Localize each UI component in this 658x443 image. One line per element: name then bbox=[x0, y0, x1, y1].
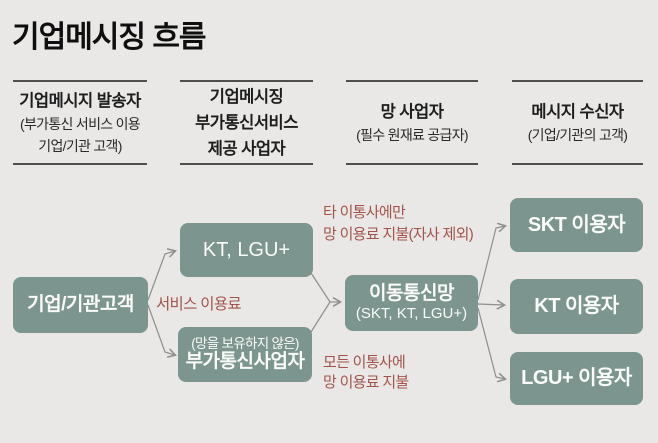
column-subtitle-line: (부가통신 서비스 이용 bbox=[20, 115, 141, 132]
column-header-network-operator: 망 사업자 (필수 원재료 공급자) bbox=[346, 80, 478, 165]
node-mobile-network: 이동통신망 (SKT, KT, LGU+) bbox=[345, 275, 478, 331]
column-subtitle-line: (기업/기관의 고객) bbox=[527, 126, 628, 143]
node-label: 이동통신망 bbox=[369, 283, 454, 305]
column-header-receiver: 메시지 수신자 (기업/기관의 고객) bbox=[512, 80, 643, 165]
column-title: 메시지 수신자 bbox=[531, 102, 624, 121]
edge-label-all-carriers: 모든 이통사에 망 이용료 지불 bbox=[323, 353, 409, 393]
node-corporate-customer: 기업/기관고객 bbox=[13, 277, 148, 333]
node-lgu-user: LGU+ 이용자 bbox=[510, 352, 643, 405]
edge-network-to-kt-user bbox=[477, 299, 507, 310]
node-label: LGU+ 이용자 bbox=[521, 367, 632, 389]
node-skt-user: SKT 이용자 bbox=[510, 198, 643, 252]
edge-customer-to-ktlgu bbox=[147, 248, 177, 301]
edge-label-service-fee: 서비스 이용료 bbox=[156, 296, 242, 313]
column-header-sender: 기업메시지 발송자 (부가통신 서비스 이용 기업/기관 고객) bbox=[13, 80, 147, 165]
column-title: 기업메시지 발송자 bbox=[19, 91, 141, 110]
column-subtitle-line: 기업/기관 고객) bbox=[38, 137, 122, 154]
edge-vas-to-junction bbox=[310, 301, 331, 333]
node-kt-user: KT 이용자 bbox=[510, 279, 643, 334]
node-label: KT, LGU+ bbox=[202, 238, 291, 261]
edge-ktlgu-to-junction bbox=[310, 272, 331, 303]
node-kt-lgu: KT, LGU+ bbox=[180, 223, 313, 277]
column-title-line: 제공 사업자 bbox=[207, 139, 286, 158]
column-title-line: 기업메시징 bbox=[209, 87, 284, 106]
edge-network-to-lgu-user bbox=[477, 307, 508, 383]
column-subtitle-line: (필수 원재료 공급자) bbox=[356, 126, 468, 143]
page-title: 기업메시징 흐름 bbox=[12, 21, 207, 54]
edge-network-to-skt-user bbox=[477, 222, 508, 301]
edge-label-line: 모든 이통사에 bbox=[323, 354, 406, 371]
edge-customer-to-vas bbox=[147, 304, 177, 358]
edge-label-line: 망 이용료 지불 bbox=[323, 374, 409, 391]
node-label: 부가통신사업자 bbox=[185, 351, 305, 373]
node-label: 기업/기관고객 bbox=[27, 294, 134, 316]
node-sublabel: (망을 보유하지 않은) bbox=[191, 335, 299, 351]
column-title-line: 부가통신서비스 bbox=[195, 113, 298, 132]
column-title: 망 사업자 bbox=[380, 102, 444, 121]
node-label: SKT 이용자 bbox=[527, 213, 626, 236]
node-sublabel: (SKT, KT, LGU+) bbox=[355, 305, 468, 323]
column-header-provider: 기업메시징 부가통신서비스 제공 사업자 bbox=[180, 80, 313, 165]
edge-label-line: 망 이용료 지불(자사 제외) bbox=[323, 226, 474, 243]
edge-label-other-carriers: 타 이통사에만 망 이용료 지불(자사 제외) bbox=[323, 202, 474, 246]
edge-label-line: 타 이통사에만 bbox=[323, 204, 406, 221]
node-vas-provider: (망을 보유하지 않은) 부가통신사업자 bbox=[178, 327, 312, 382]
node-label: KT 이용자 bbox=[534, 295, 619, 317]
